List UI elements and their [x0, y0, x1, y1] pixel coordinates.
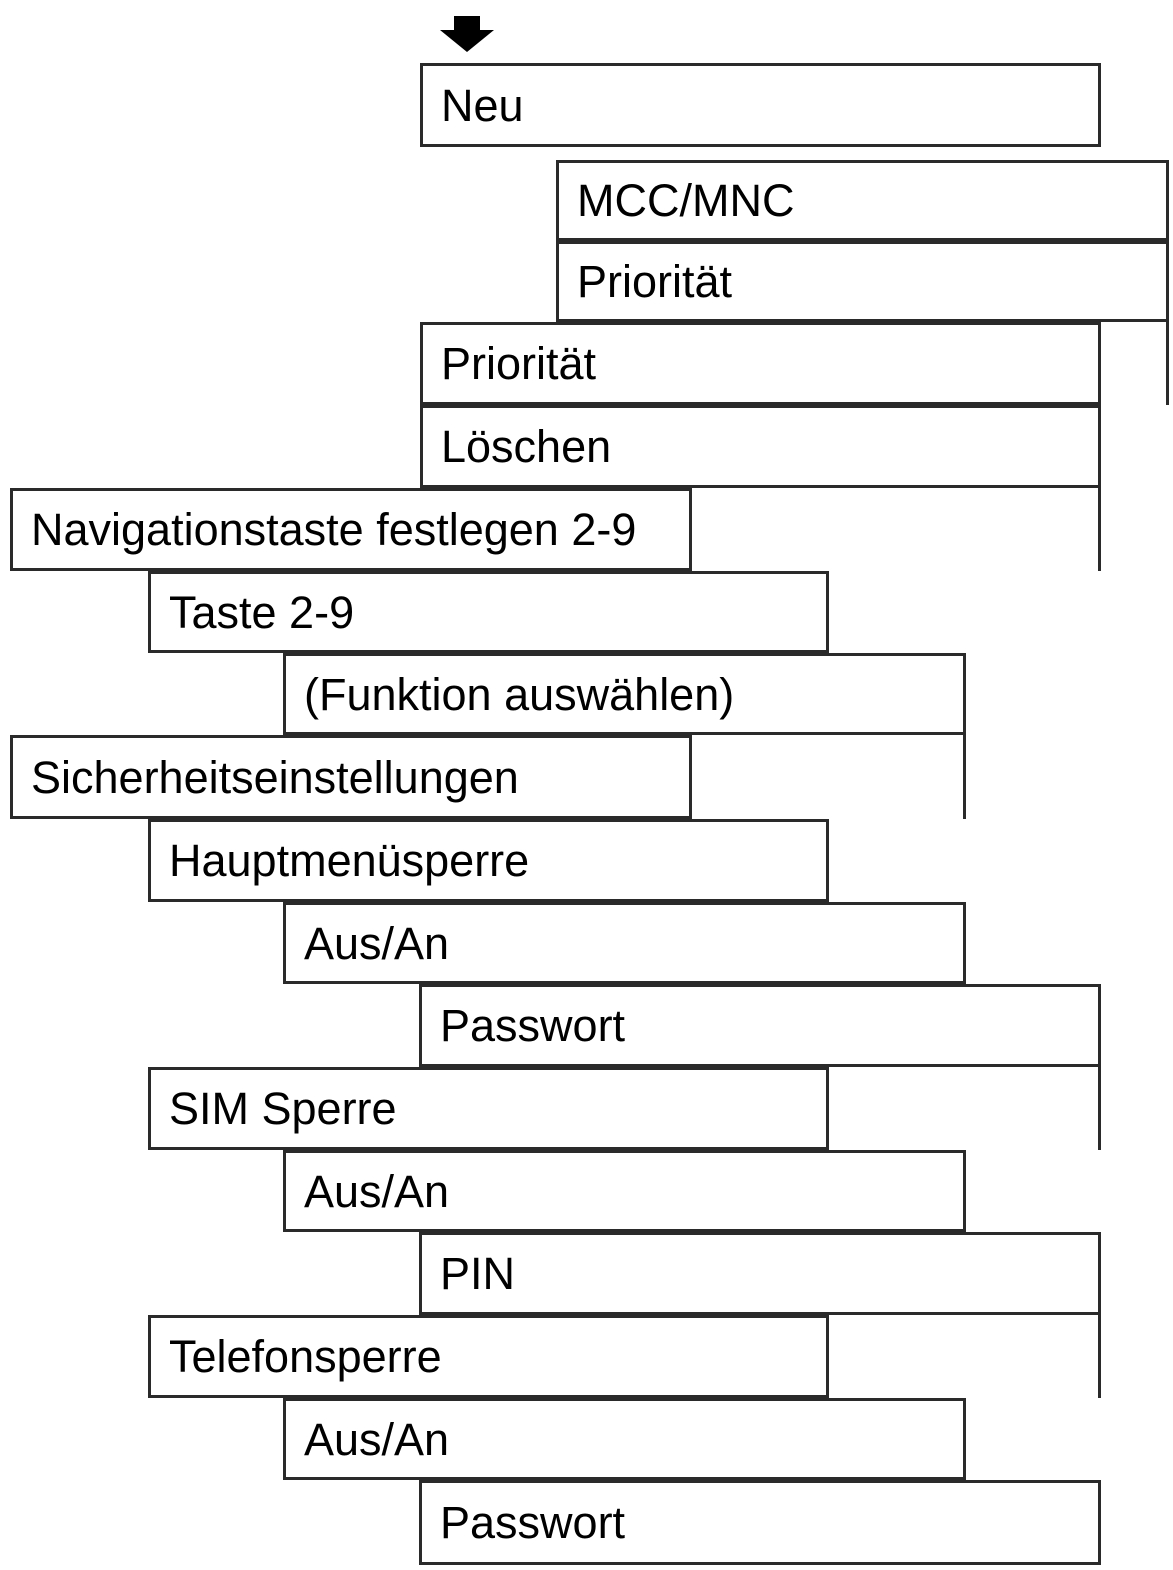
menu-item-label: Aus/An: [304, 1165, 450, 1217]
menu-item-priorität[interactable]: Priorität: [556, 241, 1169, 322]
menu-item-navigationstaste-festlegen-2-9[interactable]: Navigationstaste festlegen 2-9: [10, 488, 692, 571]
menu-item-label: Priorität: [441, 338, 597, 389]
menu-item-label: Priorität: [577, 256, 733, 307]
menu-item-taste-2-9[interactable]: Taste 2-9: [148, 571, 829, 653]
menu-item-telefonsperre[interactable]: Telefonsperre: [148, 1315, 829, 1398]
menu-item-priorität[interactable]: Priorität: [420, 322, 1101, 405]
menu-item-passwort[interactable]: Passwort: [419, 1480, 1101, 1565]
menu-item-pin[interactable]: PIN: [419, 1232, 1101, 1315]
menu-item-label: Aus/An: [304, 917, 450, 969]
menu-item-sim-sperre[interactable]: SIM Sperre: [148, 1067, 829, 1150]
tree-connector: [1166, 319, 1169, 405]
menu-item-hauptmenüsperre[interactable]: Hauptmenüsperre: [148, 819, 829, 902]
menu-item-löschen[interactable]: Löschen: [420, 405, 1101, 488]
menu-item-sicherheitseinstellungen[interactable]: Sicherheitseinstellungen: [10, 735, 692, 819]
menu-item-passwort[interactable]: Passwort: [419, 984, 1101, 1067]
menu-item-label: Passwort: [440, 1000, 626, 1051]
menu-item-aus-an[interactable]: Aus/An: [283, 1398, 966, 1480]
menu-item-aus-an[interactable]: Aus/An: [283, 902, 966, 984]
menu-item-label: Passwort: [440, 1497, 626, 1548]
menu-item-label: Löschen: [441, 421, 612, 472]
menu-item-neu[interactable]: Neu: [420, 63, 1101, 147]
menu-item-label: SIM Sperre: [169, 1083, 397, 1134]
tree-connector: [1098, 485, 1101, 571]
menu-item-label: PIN: [440, 1248, 516, 1299]
menu-item-label: Navigationstaste festlegen 2-9: [31, 504, 637, 555]
tree-connector: [963, 732, 966, 819]
menu-item-label: Hauptmenüsperre: [169, 835, 530, 886]
menu-item-funktion-auswählen[interactable]: (Funktion auswählen): [283, 653, 966, 735]
tree-connector: [1098, 1064, 1101, 1150]
menu-item-label: Telefonsperre: [169, 1331, 442, 1382]
menu-item-label: Taste 2-9: [169, 586, 355, 638]
menu-item-mcc-mnc[interactable]: MCC/MNC: [556, 160, 1169, 241]
menu-item-aus-an[interactable]: Aus/An: [283, 1150, 966, 1232]
menu-item-label: Aus/An: [304, 1413, 450, 1465]
tree-connector: [1098, 1312, 1101, 1398]
menu-item-label: MCC/MNC: [577, 175, 795, 226]
menu-item-label: Sicherheitseinstellungen: [31, 751, 519, 803]
menu-item-label: (Funktion auswählen): [304, 668, 735, 720]
menu-item-label: Neu: [441, 79, 524, 131]
